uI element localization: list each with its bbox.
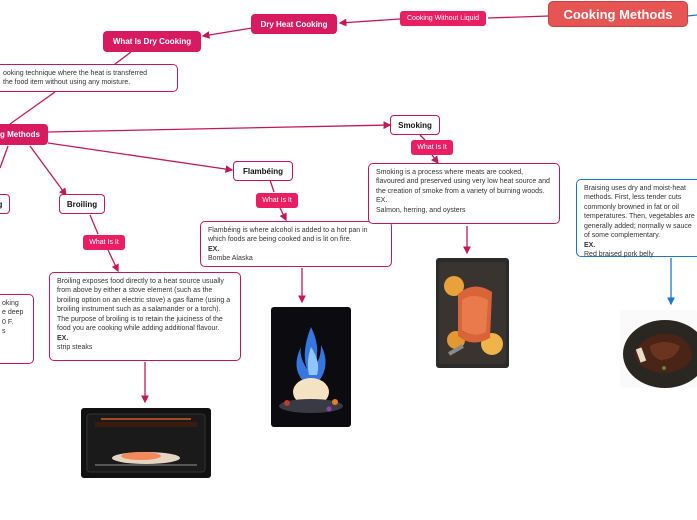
smoking-what-is-it[interactable]: What Is It bbox=[411, 140, 453, 155]
edge-smoking-desc bbox=[430, 154, 439, 165]
edge-question-answer bbox=[114, 51, 132, 65]
edge-flam-desc bbox=[279, 207, 287, 222]
edge-broil-desc bbox=[107, 249, 119, 273]
smoking-description[interactable]: Smoking is a process where meats are coo… bbox=[368, 163, 560, 224]
what-is-dry-cooking-node[interactable]: What Is Dry Cooking bbox=[103, 31, 201, 52]
broiling-what-is-it[interactable]: What Is It bbox=[83, 235, 125, 250]
edge-methods-broiling bbox=[29, 145, 67, 197]
edge-answer-methods bbox=[9, 91, 56, 125]
flambe-dessert-image bbox=[271, 307, 351, 427]
edge-root-liquid bbox=[487, 15, 550, 19]
partial-left-node[interactable]: g bbox=[0, 194, 10, 214]
edge-flam-tag bbox=[269, 179, 275, 193]
cooking-without-liquid-label[interactable]: Cooking Without Liquid bbox=[400, 11, 486, 26]
braised-pork-image bbox=[620, 310, 697, 388]
edge-broil-tag bbox=[89, 214, 99, 235]
edge-methods-flambeing bbox=[47, 142, 234, 173]
root-node[interactable]: Cooking Methods bbox=[548, 1, 688, 27]
edge-root-right bbox=[686, 14, 697, 17]
dry-heat-cooking-node[interactable]: Dry Heat Cooking bbox=[251, 14, 337, 34]
broiling-oven-image bbox=[81, 408, 211, 478]
edge-dryheat-question bbox=[201, 27, 253, 39]
dry-heat-methods-node[interactable]: g Methods bbox=[0, 124, 48, 145]
edge-methods-left bbox=[0, 145, 9, 169]
dry-cooking-definition[interactable]: ooking technique where the heat is trans… bbox=[0, 64, 178, 92]
flambeing-description[interactable]: Flambéing is where alcohol is added to a… bbox=[200, 221, 392, 267]
smoked-salmon-image bbox=[436, 258, 509, 368]
flambeing-node[interactable]: Flambéing bbox=[233, 161, 293, 181]
partial-left-description[interactable]: oking e deep 0 F. s bbox=[0, 294, 34, 364]
flambeing-what-is-it[interactable]: What Is It bbox=[256, 193, 298, 208]
edge-liquid-dryheat bbox=[338, 18, 401, 27]
edge-smoking-tag bbox=[419, 134, 426, 141]
broiling-description[interactable]: Broiling exposes food directly to a heat… bbox=[49, 272, 241, 361]
root-title: Cooking Methods bbox=[563, 6, 673, 22]
smoking-node[interactable]: Smoking bbox=[390, 115, 440, 135]
broiling-node[interactable]: Broiling bbox=[59, 194, 105, 214]
edge-methods-smoking bbox=[47, 121, 392, 133]
braising-description[interactable]: Braising uses dry and moist-heat methods… bbox=[576, 179, 697, 258]
